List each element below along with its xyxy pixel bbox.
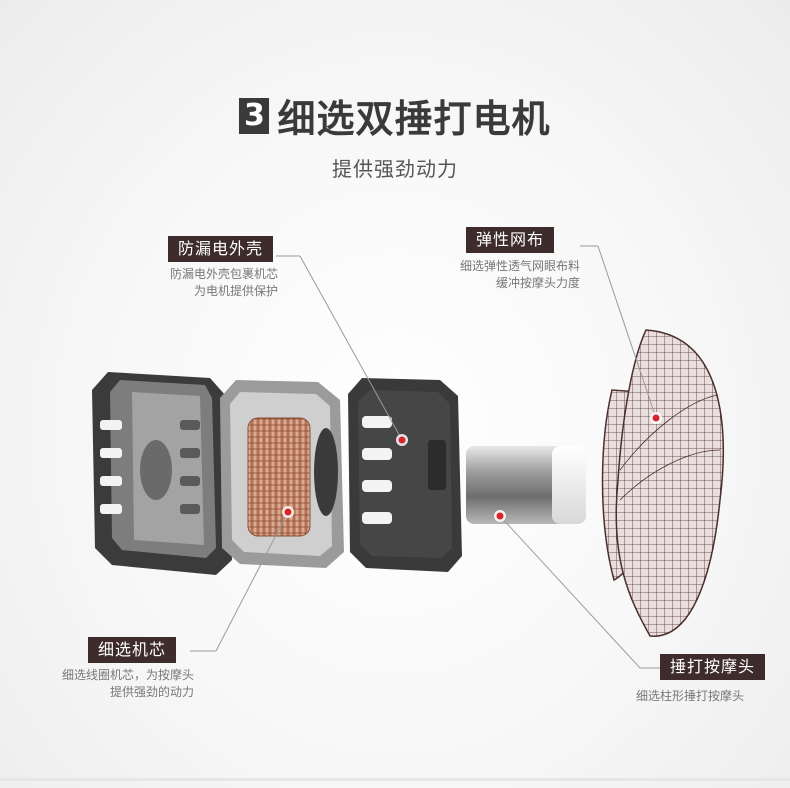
callout-head-desc: 细选柱形捶打按摩头: [636, 688, 744, 705]
left-housing: [92, 372, 232, 575]
callout-shell-label: 防漏电外壳: [168, 236, 274, 262]
title-row: 3 细选双捶打电机: [239, 88, 550, 143]
mesh-fabric: [601, 329, 724, 637]
callout-mesh-desc-line: 细选弹性透气网眼布料: [459, 259, 580, 273]
callout-core-desc-line: 细选线圈机芯，为按摩头: [61, 668, 194, 682]
callout-markers: [282, 412, 662, 522]
coil-core: [220, 380, 344, 568]
callout-mesh-desc-line: 缓冲按摩头力度: [495, 276, 580, 290]
callout-mesh-desc: 细选弹性透气网眼布料 缓冲按摩头力度: [418, 258, 580, 292]
callout-core-label: 细选机芯: [88, 637, 177, 663]
callout-shell-desc-line: 为电机提供保护: [193, 284, 278, 298]
leader-lines: [190, 245, 662, 669]
callout-head-desc-line: 细选柱形捶打按摩头: [636, 689, 745, 703]
callout-core-desc: 细选线圈机芯，为按摩头 提供强劲的动力: [18, 667, 194, 701]
front-housing: [348, 378, 462, 572]
callout-mesh-label: 弹性网布: [466, 227, 555, 253]
callout-shell-desc: 防漏电外壳包裹机芯 为电机提供保护: [128, 266, 278, 300]
page-subtitle: 提供强劲动力: [332, 157, 458, 181]
callout-shell-desc-line: 防漏电外壳包裹机芯: [169, 267, 278, 281]
callout-core-desc-line: 提供强劲的动力: [109, 685, 194, 699]
page-title: 细选双捶打电机: [277, 97, 551, 141]
section-number: 3: [239, 97, 270, 134]
massage-head: [466, 446, 586, 524]
header: 3 细选双捶打电机 提供强劲动力: [0, 88, 790, 182]
bottom-divider: [0, 778, 790, 781]
callout-head-label: 捶打按摩头: [660, 654, 766, 680]
